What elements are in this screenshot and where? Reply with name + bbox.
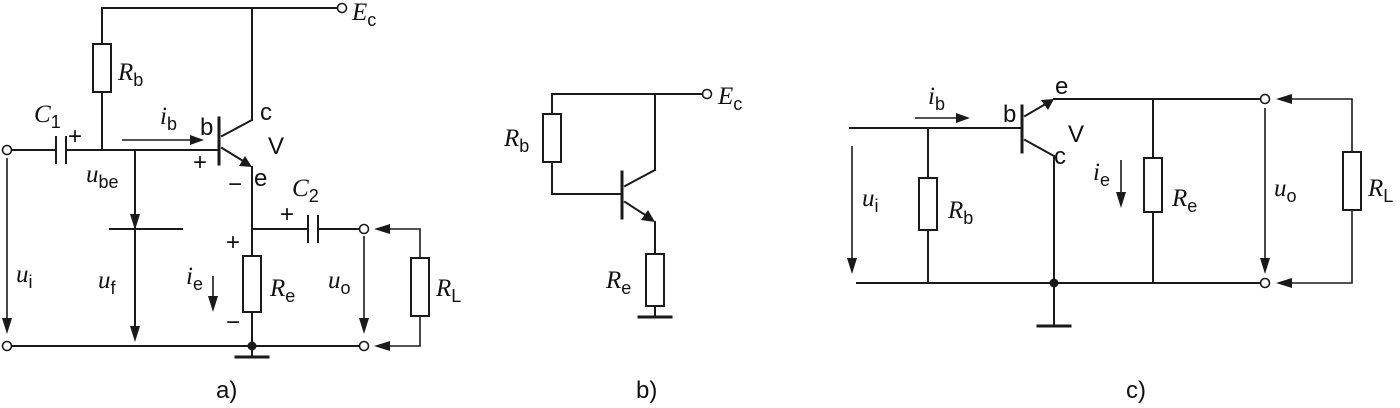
a-rb-label: Rb (117, 59, 143, 90)
c-rl-label: RL (1367, 175, 1393, 206)
a-input-terminal-top (1, 144, 13, 156)
a-input-terminal-bottom (1, 340, 13, 352)
a-uf-arrow-upper (130, 214, 140, 230)
b-ec-label: Ec (717, 83, 742, 114)
c-emitter-arrow (1041, 99, 1054, 110)
c-ie-label: ie (1093, 159, 1110, 190)
c-pin-e: e (1055, 73, 1068, 100)
a-rb-resistor (92, 43, 112, 93)
c-uo-label: uo (1274, 175, 1297, 206)
c-ui-arrow-head (847, 258, 857, 274)
c-re-label: Re (1171, 185, 1197, 216)
a-pin-e: e (254, 165, 267, 192)
c-rl-top-wire (1284, 98, 1353, 152)
c-uo-arrow-head (1260, 258, 1270, 274)
a-rl-arrow-bottom (374, 341, 390, 351)
c-rl-arrow-top (1276, 94, 1292, 104)
a-rl-label: RL (435, 275, 461, 306)
a-ui-label: ui (16, 261, 33, 292)
a-ube-label: ube (86, 161, 119, 192)
b-rb-label: Rb (503, 125, 529, 156)
b-ec-terminal (701, 88, 713, 100)
diagram-b-dc-path: Ec Rb Re b) (503, 83, 742, 404)
a-c2-plus: + (280, 201, 294, 228)
a-output-terminal-bottom (358, 340, 370, 352)
a-c1-plus: + (68, 123, 82, 150)
a-transistor-label: V (268, 133, 284, 160)
a-c2-label: C2 (292, 175, 319, 206)
c-transistor-label: V (1068, 121, 1084, 148)
c-rb-label: Rb (947, 197, 973, 228)
a-ib-label: ib (160, 103, 177, 134)
a-ie-label: ie (186, 263, 203, 294)
a-ec-label: Ec (351, 0, 376, 30)
b-re-label: Re (605, 267, 631, 298)
c-collector-lead (1023, 138, 1056, 158)
a-ie-arrow-head (208, 296, 218, 312)
a-emitter-arrow (239, 156, 252, 167)
a-pin-c: c (260, 99, 272, 126)
a-re-label: Re (269, 275, 295, 306)
c-output-terminal-top (1259, 93, 1271, 105)
a-ec-terminal (336, 2, 348, 14)
b-caption: b) (636, 377, 657, 404)
c-ib-label: ib (928, 83, 945, 114)
b-emitter-arrow (641, 210, 655, 222)
c-rb-resistor (918, 177, 938, 231)
c-output-terminal-bottom (1259, 277, 1271, 289)
c-caption: c) (1126, 377, 1146, 404)
a-output-terminal-top (358, 223, 370, 235)
a-ube-plus: + (193, 149, 207, 176)
a-re-minus: − (226, 309, 240, 336)
a-uo-arrow-head (359, 318, 369, 334)
a-rl-resistor (410, 257, 430, 317)
c-ib-arrow-head (956, 113, 970, 123)
c-ui-label: ui (862, 185, 879, 216)
a-ui-arrow-head (2, 318, 12, 334)
a-collector-lead (220, 118, 254, 138)
a-uf-label: uf (98, 267, 117, 298)
a-re-plus: + (226, 229, 240, 256)
a-caption: a) (216, 377, 237, 404)
c-pin-b: b (1003, 101, 1016, 128)
b-rb-resistor (542, 113, 562, 163)
a-ib-arrow-head (190, 135, 204, 145)
c-rl-arrow-bottom (1276, 278, 1292, 288)
a-c1-label: C1 (34, 101, 61, 132)
a-pin-b: b (200, 114, 213, 141)
c-pin-c: c (1054, 143, 1066, 170)
a-ube-minus: − (228, 171, 242, 198)
a-uf-arrow-lower (130, 326, 140, 342)
a-rl-top-wire (382, 228, 421, 258)
diagram-c-ac-equivalent: ib b V e c Rb ui Re ie (847, 73, 1393, 404)
diagram-a-emitter-follower: Ec Rb c b V e C1 + ib ube + − (1, 0, 461, 404)
a-re-resistor (242, 255, 262, 313)
a-rl-arrow-top (374, 224, 390, 234)
c-re-resistor (1143, 157, 1163, 213)
b-collector-lead (623, 168, 657, 188)
a-rl-bottom-wire (382, 316, 421, 347)
a-uo-label: uo (328, 267, 351, 298)
b-re-resistor (645, 253, 665, 307)
c-ie-arrow-head (1116, 192, 1126, 208)
c-rl-resistor (1342, 151, 1362, 211)
c-rl-bottom-wire (1284, 210, 1353, 284)
